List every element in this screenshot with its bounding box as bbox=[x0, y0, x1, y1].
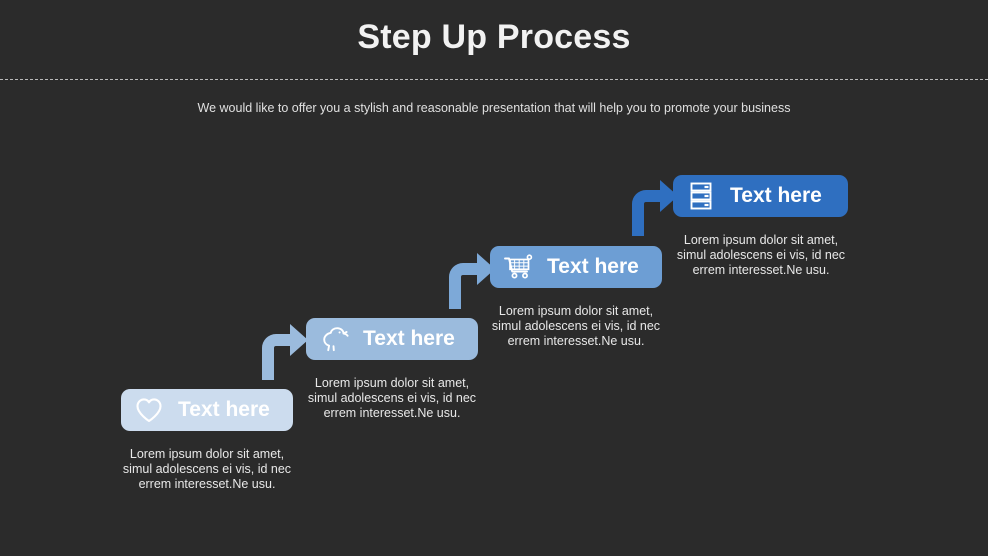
page-subtitle: We would like to offer you a stylish and… bbox=[197, 101, 791, 115]
step-1-label: Text here bbox=[178, 398, 270, 421]
step-1-card[interactable]: Text here bbox=[121, 389, 293, 431]
step-2-caption: Lorem ipsum dolor sit amet, simul adoles… bbox=[307, 376, 477, 420]
step-2-card[interactable]: Text here bbox=[306, 318, 478, 360]
arrow-step-1-to-2 bbox=[250, 320, 312, 382]
step-1-caption: Lorem ipsum dolor sit amet, simul adoles… bbox=[122, 447, 292, 491]
step-2-label: Text here bbox=[363, 327, 455, 350]
bird-icon bbox=[319, 324, 349, 354]
shopping-cart-icon bbox=[503, 252, 533, 282]
server-rack-icon bbox=[686, 181, 716, 211]
page-title: Step Up Process bbox=[357, 18, 631, 56]
heart-icon bbox=[134, 395, 164, 425]
step-4-label: Text here bbox=[730, 184, 822, 207]
arrow-step-2-to-3 bbox=[437, 249, 499, 311]
step-3-card[interactable]: Text here bbox=[490, 246, 662, 288]
header-divider bbox=[0, 79, 988, 80]
arrow-step-3-to-4 bbox=[620, 176, 682, 238]
step-4-card[interactable]: Text here bbox=[673, 175, 848, 217]
step-4-caption: Lorem ipsum dolor sit amet, simul adoles… bbox=[676, 233, 846, 277]
step-3-label: Text here bbox=[547, 255, 639, 278]
step-3-caption: Lorem ipsum dolor sit amet, simul adoles… bbox=[491, 304, 661, 348]
